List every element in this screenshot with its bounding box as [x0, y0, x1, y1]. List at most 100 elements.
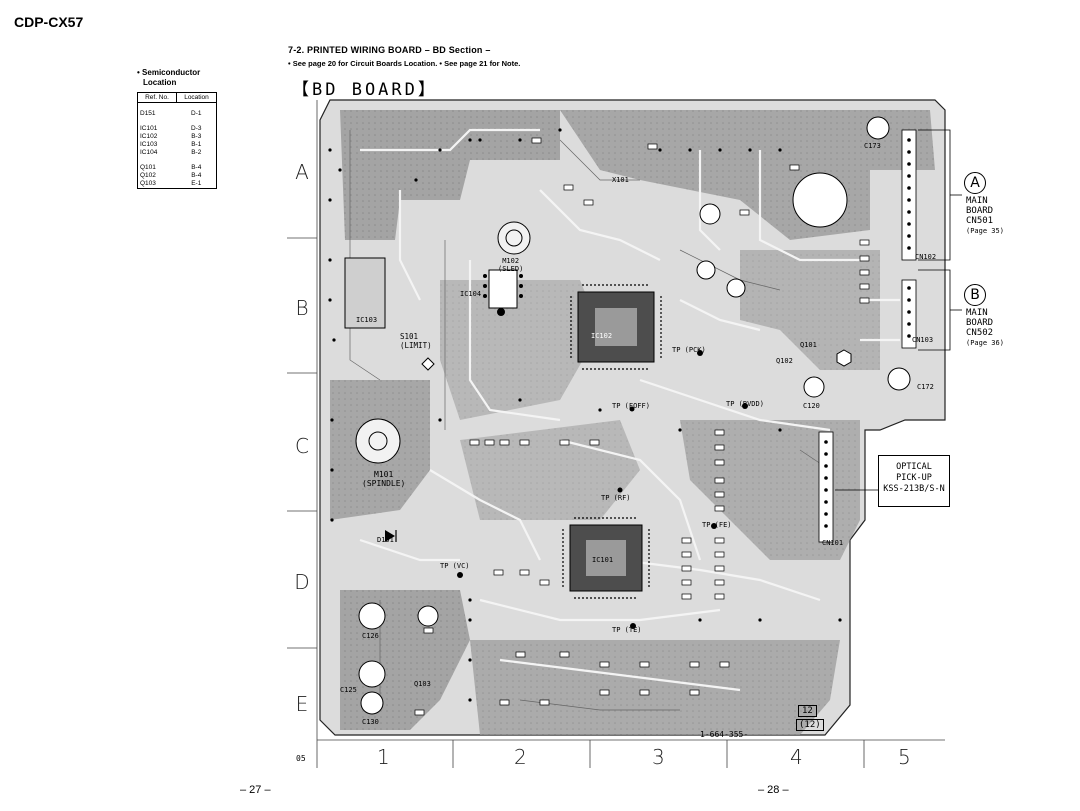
tp-te-label: TP (TE)	[612, 626, 642, 634]
board-number: 1-664-355-	[700, 730, 749, 739]
ref-cell: Q102	[140, 172, 156, 179]
ic101-label: IC101	[592, 556, 614, 564]
cn101-label: CN101	[822, 539, 844, 547]
legend-title-line1: Semiconductor	[142, 68, 201, 77]
s101-name: S101	[400, 332, 419, 341]
tp-bvdd-label: TP (BVDD)	[726, 400, 764, 408]
col-label-2: 2	[514, 745, 527, 769]
connector-b-marker: B	[964, 284, 986, 306]
loc-cell: E-1	[176, 180, 217, 189]
table-row: IC101 D-3	[138, 125, 217, 133]
pickup-line1: OPTICAL	[896, 462, 932, 472]
cn103-label: CN103	[912, 336, 934, 344]
connector-a-line3: CN501	[966, 216, 994, 226]
col-label-3: 3	[652, 745, 665, 769]
c172-label: C172	[917, 383, 934, 391]
ic101-chip	[562, 517, 650, 599]
d151-diode	[385, 530, 397, 542]
pickup-line2: PICK-UP	[896, 473, 932, 483]
row-label-c: C	[295, 434, 309, 458]
loc-cell: B-1	[191, 141, 202, 148]
tp-rf-label: TP (RF)	[601, 494, 631, 502]
page-number-left: – 27 –	[240, 784, 271, 796]
m101-desc: (SPINDLE)	[362, 479, 406, 488]
c120-label: C120	[803, 402, 820, 410]
c130-capacitor	[360, 691, 384, 715]
m101-motor	[355, 418, 401, 464]
corner-code: 05	[296, 754, 306, 763]
c126-capacitor	[358, 602, 386, 630]
optical-pickup-box: OPTICAL PICK-UP KSS-213B/S-N	[878, 455, 950, 507]
x101-label: X101	[612, 176, 629, 184]
loc-cell: D-3	[191, 125, 202, 132]
connector-a-line2: BOARD	[966, 206, 994, 216]
m102-label: M102 (SLED)	[498, 257, 523, 273]
ref-cell: IC101	[140, 125, 158, 132]
connector-a-line1: MAIN	[966, 196, 988, 206]
q102-label: Q102	[776, 357, 793, 365]
ref-cell: D151	[140, 110, 156, 117]
s101-label: S101 (LIMIT)	[400, 332, 432, 350]
c125-label: C125	[340, 686, 357, 694]
row-label-d: D	[294, 570, 310, 594]
tp-fe-label: TP (FE)	[702, 521, 732, 529]
col-label-4: 4	[790, 745, 803, 769]
col-label-5: 5	[898, 745, 911, 769]
board-title: 【BD BOARD】	[292, 80, 438, 100]
m102-desc: (SLED)	[498, 265, 524, 273]
ref-cell: Q103	[137, 180, 177, 189]
board-rev-a: 12	[798, 705, 817, 717]
loc-cell: B-4	[191, 164, 202, 171]
m102-motor	[497, 221, 531, 255]
c126-label: C126	[362, 632, 379, 640]
connector-b-label: MAIN BOARD CN502 (Page 36)	[966, 308, 1004, 348]
page-number-right: – 28 –	[758, 784, 789, 796]
ic102-label: IC102	[591, 332, 613, 340]
legend-heading: • Semiconductor Location	[137, 68, 200, 88]
col-location-header: Location	[176, 92, 217, 103]
loc-cell: B-3	[191, 133, 202, 140]
row-label-e: E	[295, 692, 309, 716]
ic103-label: IC103	[356, 316, 378, 324]
legend-title-line2: Location	[143, 78, 177, 87]
mounting-hole	[792, 172, 848, 228]
pickup-line3: KSS-213B/S-N	[883, 484, 945, 494]
q101-label: Q101	[800, 341, 817, 349]
m101-name: M101	[374, 470, 394, 479]
connector-b-page[interactable]: (Page 36)	[966, 339, 1004, 347]
c173-label: C173	[864, 142, 881, 150]
connector-b-line2: BOARD	[966, 318, 994, 328]
connector-b-line1: MAIN	[966, 308, 988, 318]
m101-label: M101 (SPINDLE)	[362, 470, 405, 488]
ref-cell: IC102	[140, 133, 158, 140]
ref-cell: IC103	[140, 141, 158, 148]
m102-name: M102	[502, 257, 520, 265]
connector-a-page[interactable]: (Page 35)	[966, 227, 1004, 235]
ref-cell: Q101	[140, 164, 156, 171]
c120-capacitor	[803, 376, 825, 398]
q103-label: Q103	[414, 680, 431, 688]
ic104-chip	[483, 269, 523, 316]
s101-desc: (LIMIT)	[400, 341, 432, 350]
d151-label: D151	[377, 536, 394, 544]
tp-pck-label: TP (PCK)	[672, 346, 706, 354]
cn102-label: CN102	[915, 253, 937, 261]
tp-foff-label: TP (FOFF)	[612, 402, 650, 410]
ic103-chip	[344, 257, 386, 329]
row-label-a: A	[295, 160, 309, 184]
board-rev-b: (12)	[796, 719, 824, 731]
table-row: IC103 B-1	[138, 141, 217, 149]
c172-capacitor	[887, 367, 911, 391]
c130-label: C130	[362, 718, 379, 726]
section-title: 7-2. PRINTED WIRING BOARD – BD Section –	[288, 45, 491, 55]
model-name: CDP-CX57	[14, 14, 84, 30]
loc-cell: B-2	[191, 149, 202, 156]
c173-capacitor	[866, 116, 890, 140]
